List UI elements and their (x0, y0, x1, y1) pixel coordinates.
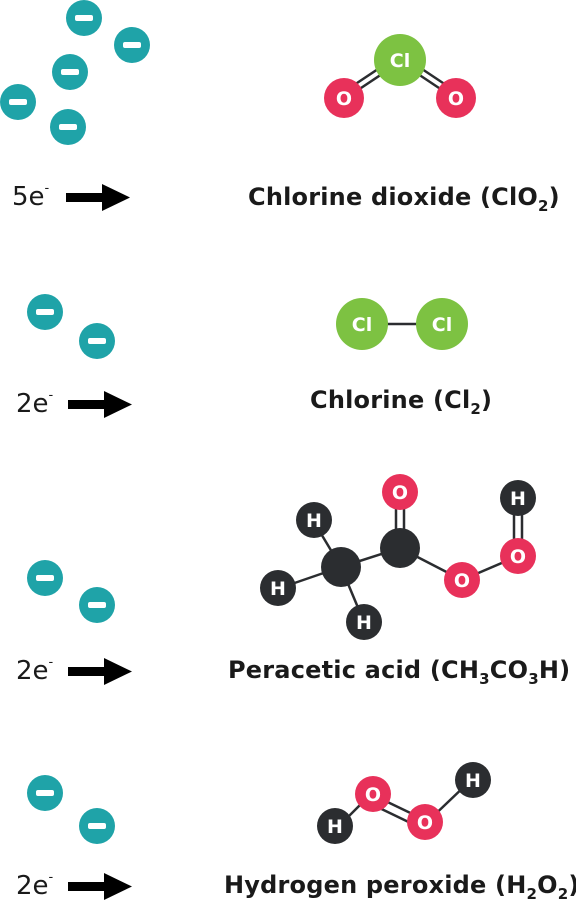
carbon-atom (380, 528, 420, 568)
electron-group (27, 560, 115, 623)
electron-group (27, 294, 115, 359)
arrow-right-icon (66, 184, 130, 211)
electron-charge: - (48, 388, 54, 403)
electron-count: 2e- (16, 870, 54, 901)
molecule-peracetic-acid: H H H O O O H (260, 474, 536, 640)
electron-count: 2e- (16, 388, 54, 419)
name-text: O (537, 871, 558, 899)
oxygen-atom: O (436, 78, 476, 118)
atom-label: O (392, 482, 408, 504)
name-subscript: 3 (528, 670, 539, 688)
hydrogen-atom: H (500, 480, 536, 516)
hydrogen-atom: H (346, 604, 382, 640)
arrow-right-icon (68, 873, 132, 900)
electron-icon (0, 84, 36, 120)
electron-charge: - (48, 655, 54, 670)
hydrogen-atom: H (296, 502, 332, 538)
electron-group (0, 0, 150, 145)
oxygen-atom: O (382, 474, 418, 510)
name-text: ) (481, 386, 493, 414)
electron-count-value: 5e (12, 182, 45, 212)
name-text: CO (489, 656, 529, 684)
name-subscript: 2 (538, 197, 549, 215)
atom-label: H (327, 816, 343, 838)
hydrogen-atom: H (317, 808, 353, 844)
name-subscript: 2 (526, 885, 538, 903)
atom-label: H (270, 578, 286, 600)
electron-count-value: 2e (16, 871, 49, 901)
atom-label: Cl (432, 314, 452, 336)
electron-icon (66, 0, 102, 36)
name-subscript: 3 (479, 670, 490, 688)
arrow-right-icon (68, 658, 132, 685)
arrow-right-icon (68, 391, 132, 418)
molecule-hydrogen-peroxide: H O O H (317, 762, 491, 844)
atom-label: H (510, 488, 526, 510)
electron-icon (79, 808, 115, 844)
electron-group (27, 775, 115, 844)
atom-label: O (365, 784, 381, 806)
electron-icon (27, 560, 63, 596)
electron-icon (79, 587, 115, 623)
name-text: ) (548, 183, 560, 211)
electron-icon (52, 54, 88, 90)
row-hydrogen-peroxide: 2e- H O O H Hydrogen peroxide (H2O2) (0, 740, 576, 905)
atom-label: H (306, 510, 322, 532)
electron-count-value: 2e (16, 389, 49, 419)
name-text: Chlorine (Cl (310, 386, 471, 414)
atom-label: O (510, 546, 526, 568)
name-text: Chlorine dioxide (ClO (248, 183, 539, 211)
electron-charge: - (48, 870, 54, 885)
name-subscript: 2 (470, 400, 482, 418)
name-subscript: 2 (557, 885, 569, 903)
atom-label: O (336, 88, 352, 110)
compound-name: Hydrogen peroxide (H2O2) (224, 871, 576, 902)
molecule-chlorine: Cl Cl (336, 298, 468, 350)
name-text: Hydrogen peroxide (H (224, 871, 527, 899)
oxygen-atom: O (324, 78, 364, 118)
oxygen-atom: O (500, 538, 536, 574)
atom-label: Cl (390, 50, 410, 72)
oxygen-atom: O (355, 776, 391, 812)
electron-icon (50, 109, 86, 145)
electron-count: 2e- (16, 655, 54, 686)
compound-name: Peracetic acid (CH3CO3H) (228, 656, 571, 687)
electron-count-value: 2e (16, 656, 49, 686)
atom-label: O (454, 570, 470, 592)
name-text: Peracetic acid (CH (228, 656, 480, 684)
oxygen-atom: O (407, 804, 443, 840)
electron-icon (27, 775, 63, 811)
electron-count: 5e- (12, 181, 50, 212)
chlorine-atom: Cl (336, 298, 388, 350)
electron-icon (114, 27, 150, 63)
electron-icon (79, 323, 115, 359)
chlorine-atom: Cl (374, 34, 426, 86)
atom-label: O (417, 812, 433, 834)
atom-label: Cl (352, 314, 372, 336)
molecule-chlorine-dioxide: Cl O O (324, 34, 476, 118)
electron-icon (27, 294, 63, 330)
carbon-atom (321, 547, 361, 587)
row-chlorine: 2e- Cl Cl Chlorine (Cl2) (0, 280, 576, 440)
electron-charge: - (44, 181, 50, 196)
atom-label: H (356, 612, 372, 634)
row-peracetic-acid: 2e- H H H O (0, 470, 576, 700)
atom-label: O (448, 88, 464, 110)
compound-name: Chlorine (Cl2) (310, 386, 493, 417)
atom-label: H (465, 770, 481, 792)
name-text: ) (568, 871, 576, 899)
compound-name: Chlorine dioxide (ClO2) (248, 183, 560, 214)
oxygen-atom: O (444, 562, 480, 598)
name-text: H) (538, 656, 571, 684)
hydrogen-atom: H (260, 570, 296, 606)
row-chlorine-dioxide: 5e- Cl O O Chlorine dioxide (ClO2) (0, 0, 576, 230)
chlorine-atom: Cl (416, 298, 468, 350)
hydrogen-atom: H (455, 762, 491, 798)
